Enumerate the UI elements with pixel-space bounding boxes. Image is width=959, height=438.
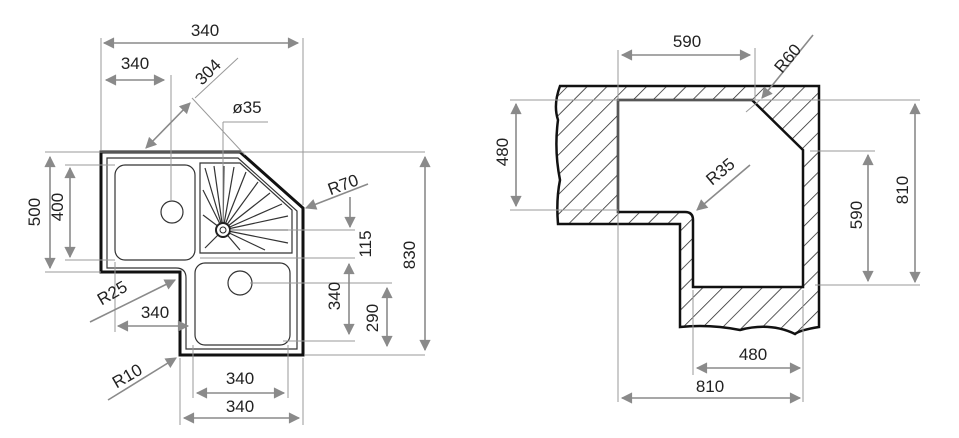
dim-diagonal: 304 [191,55,224,88]
drainer-drain [215,222,231,238]
dim-overall-height: 830 [400,241,419,269]
cutout-dim-right-inner-height: 590 [847,201,866,229]
dim-drain-diameter: ø35 [232,98,261,117]
dim-drain-offset: 115 [356,230,375,257]
dim-arrow-diagonal [145,102,191,149]
dim-right-height: 340 [325,282,344,310]
left-bowl [114,164,196,261]
cutout-dim-right-overall-height: 810 [893,176,912,204]
drainer-area [199,162,293,254]
dim-bottom-bowl-width: 340 [226,369,254,388]
cutout-dim-arrow-inner-radius [696,164,751,211]
sink-outline [99,150,305,357]
lower-bowl-drain [227,270,253,296]
dim-left-outer-height: 500 [25,198,44,226]
dim-left-bowl-height: 400 [48,193,67,221]
cutout-dim-arrow-chamfer [761,34,814,99]
dim-arrow-inner-radius [89,279,177,323]
left-bowl-drain [160,200,184,224]
dim-top-bowl-width: 340 [121,54,149,73]
cutout-dim-top-width: 590 [673,32,701,51]
cutout-dim-bottom-inner-width: 480 [739,345,767,364]
dim-chamfer-radius: R70 [325,171,361,200]
dim-arrow-corner-radius [107,357,177,401]
extension-lines [45,38,425,425]
dim-inner-width: 340 [141,303,169,322]
dim-arrow-chamfer [304,183,369,210]
drainer-drain-inner [219,226,227,234]
sink-drawing: 340 340 304 ø35 R70 830 500 400 115 340 … [25,21,431,425]
cutout-dim-bottom-overall-width: 810 [696,377,724,396]
lower-bowl [194,262,291,346]
sink-inner-rim [106,157,298,350]
cutout-dim-inner-radius: R35 [702,154,738,189]
cutout-extension-lines [510,48,920,402]
cutout-dim-chamfer-radius: R60 [770,40,805,76]
cutout-dim-left-height: 480 [493,138,512,166]
dim-top-overall-width: 340 [191,21,219,40]
dim-right-bowl-height: 290 [363,304,382,332]
drainer-ribs [202,165,289,251]
dim-bottom-overall-width: 340 [226,397,254,416]
cutout-drawing: 590 R60 480 R35 810 590 480 810 [493,32,921,404]
